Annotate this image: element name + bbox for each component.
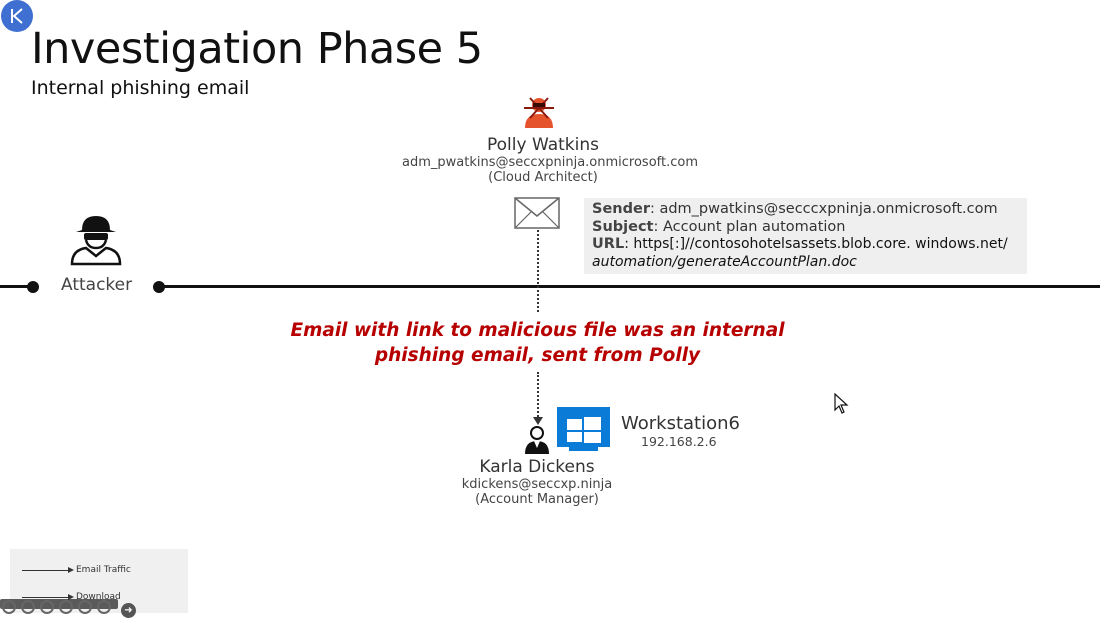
back-button[interactable] [1,0,33,32]
url-continued: automation/generateAccountPlan.doc [592,253,857,270]
slide-title: Investigation Phase 5 [31,24,483,74]
slide-player-controls: ➜ [0,596,136,618]
zoom-icon[interactable] [40,600,54,614]
sender-label: Sender [592,201,650,217]
legend-download-line [22,593,74,600]
arrow-right-icon: ➜ [124,605,133,616]
callout-line-2: phishing email, sent from Polly [374,345,701,366]
email-flow-line-top [537,230,539,312]
karla-info: Karla Dickens kdickens@seccxp.ninja (Acc… [452,457,622,507]
legend-item-download: Download [22,591,121,603]
phishing-callout: Email with link to malicious file was an… [290,318,785,368]
legend-item-email: Email Traffic [22,564,131,576]
timeline-line [0,285,1100,288]
more-icon[interactable] [97,600,111,614]
next-slide-button[interactable]: ➜ [121,603,136,618]
polly-name: Polly Watkins [487,135,599,155]
mouse-cursor-icon [834,393,849,414]
polly-info: Polly Watkins adm_pwatkins@seccxpninja.o… [402,135,698,185]
url-value: : https[:]//contosohotelsassets.blob.cor… [624,236,1008,252]
email-flow-line-bottom [537,372,539,420]
compromised-user-icon [524,97,554,128]
slides-icon[interactable] [59,600,73,614]
email-details-box: Sender: adm_pwatkins@secccxpninja.onmicr… [584,198,1027,274]
legend-download-label: Download [76,592,121,602]
previous-icon[interactable] [2,600,16,614]
pen-icon[interactable] [21,600,35,614]
sender-value: : adm_pwatkins@secccxpninja.onmicrosoft.… [649,201,998,217]
arrow-down-icon [533,417,543,425]
windows-logo-icon [557,407,610,451]
subject-row: Subject: Account plan automation [592,219,1019,237]
subject-value: : Account plan automation [653,218,846,235]
subject-label: Subject [592,218,654,235]
slide-subtitle: Internal phishing email [31,77,250,99]
karla-name: Karla Dickens [479,457,595,477]
timeline-dot-left [27,281,39,293]
url-row: URL: https[:]//contosohotelsassets.blob.… [592,236,1019,254]
karla-email: kdickens@seccxp.ninja [461,477,613,492]
polly-role: (Cloud Architect) [488,170,598,185]
user-icon [525,426,549,454]
attacker-label: Attacker [61,275,133,295]
timeline-gap [33,279,159,293]
callout-line-1: Email with link to malicious file was an… [290,320,785,341]
legend-email-line [22,566,74,573]
karla-role: (Account Manager) [475,492,599,507]
workstation-ip: 192.168.2.6 [641,434,717,449]
player-icon-group [2,600,111,614]
sender-row: Sender: adm_pwatkins@secccxpninja.onmicr… [592,201,1019,219]
envelope-icon [514,197,560,229]
url-label: URL [592,236,625,252]
timeline-dot-right [153,281,165,293]
hacker-icon [70,216,122,266]
legend-email-label: Email Traffic [76,565,131,575]
polly-email: adm_pwatkins@seccxpninja.onmicrosoft.com [402,155,698,170]
back-icon [11,8,23,24]
workstation-name: Workstation6 [621,413,740,434]
subtitles-icon[interactable] [78,600,92,614]
